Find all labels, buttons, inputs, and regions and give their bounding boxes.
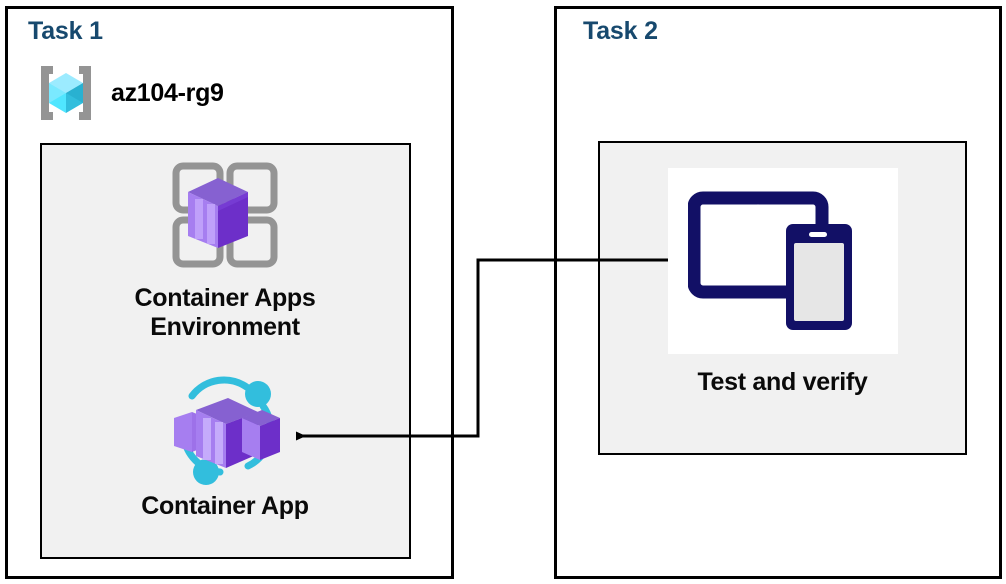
- node-test-and-verify: Test and verify: [610, 168, 955, 397]
- resource-group-row: az104-rg9: [33, 60, 224, 126]
- node-container-apps-environment: Container Apps Environment: [60, 152, 390, 341]
- container-apps-environment-icon: [162, 152, 288, 278]
- task-1-title: Task 1: [28, 17, 103, 45]
- resource-group-label: az104-rg9: [111, 78, 224, 107]
- container-apps-environment-label: Container Apps Environment: [134, 284, 316, 341]
- node-container-app: Container App: [60, 374, 390, 521]
- test-and-verify-label: Test and verify: [697, 368, 868, 396]
- devices-tablet-phone-icon: [687, 186, 878, 336]
- device-icon-plate: [667, 168, 898, 354]
- container-app-icon: [162, 374, 288, 486]
- resource-group-icon: [33, 60, 99, 126]
- task-2-title: Task 2: [583, 17, 658, 45]
- container-app-label: Container App: [141, 492, 309, 520]
